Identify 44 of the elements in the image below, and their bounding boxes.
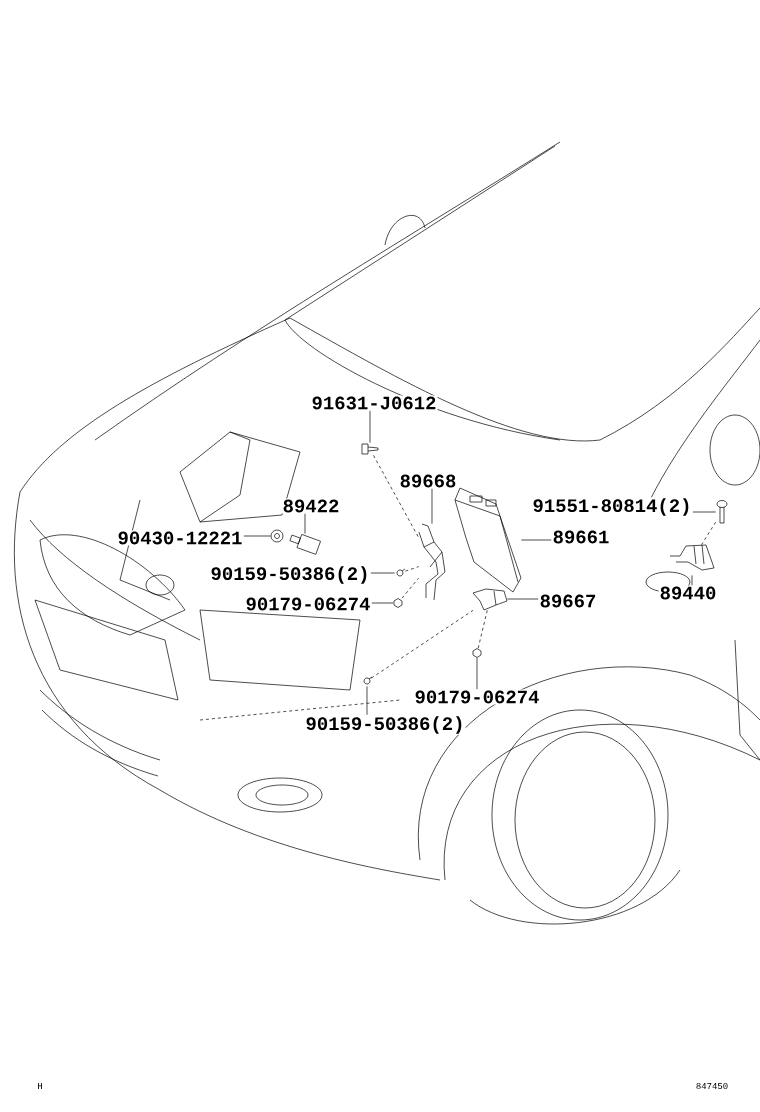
part-number: 91631-J0612 bbox=[310, 395, 438, 411]
dashed-line bbox=[477, 610, 488, 649]
part-number: 89661 bbox=[551, 529, 611, 545]
bracket-drawing bbox=[669, 544, 715, 571]
part-number: 90159-50386(2) bbox=[304, 715, 466, 735]
part-number: 89667 bbox=[538, 593, 598, 609]
dashed-line bbox=[371, 610, 474, 679]
part-number: 90430-12221 bbox=[116, 530, 244, 546]
leader-line bbox=[691, 575, 693, 586]
figure-number: 847450 bbox=[696, 1082, 728, 1090]
washer-drawing bbox=[270, 529, 284, 543]
control-unit-drawing bbox=[454, 487, 522, 593]
leader-line bbox=[476, 657, 478, 690]
dashed-line bbox=[401, 577, 419, 599]
dashed-line bbox=[701, 521, 716, 545]
leader-line bbox=[692, 511, 716, 513]
sensor-drawing bbox=[289, 534, 321, 555]
part-number: 90159-50386(2) bbox=[209, 565, 371, 585]
part-number: 89668 bbox=[398, 473, 458, 489]
part-number: 90179-06274 bbox=[413, 689, 541, 705]
screw-drawing bbox=[363, 676, 373, 685]
leader-line bbox=[243, 535, 271, 537]
part-number: 89422 bbox=[281, 498, 341, 514]
dashed-line bbox=[373, 455, 419, 539]
clip-drawing bbox=[361, 443, 379, 455]
leader-line bbox=[431, 488, 433, 524]
bracket-drawing bbox=[418, 523, 446, 601]
leader-line bbox=[369, 410, 371, 443]
leader-line bbox=[507, 598, 539, 600]
page-code: H bbox=[38, 1083, 42, 1089]
nut-drawing bbox=[393, 598, 403, 608]
screw-drawing bbox=[396, 568, 406, 577]
nut-drawing bbox=[472, 648, 482, 658]
leader-line bbox=[304, 513, 306, 534]
leader-line bbox=[371, 602, 394, 604]
leader-line bbox=[366, 686, 368, 716]
dashed-line bbox=[405, 566, 419, 572]
part-number: 89440 bbox=[658, 585, 718, 601]
leader-line bbox=[521, 539, 552, 541]
part-number: 91551-80814(2) bbox=[531, 497, 693, 517]
bracket-drawing bbox=[472, 588, 508, 611]
bolt-drawing bbox=[716, 500, 728, 524]
part-number: 90179-06274 bbox=[244, 596, 372, 612]
leader-line bbox=[370, 572, 395, 574]
